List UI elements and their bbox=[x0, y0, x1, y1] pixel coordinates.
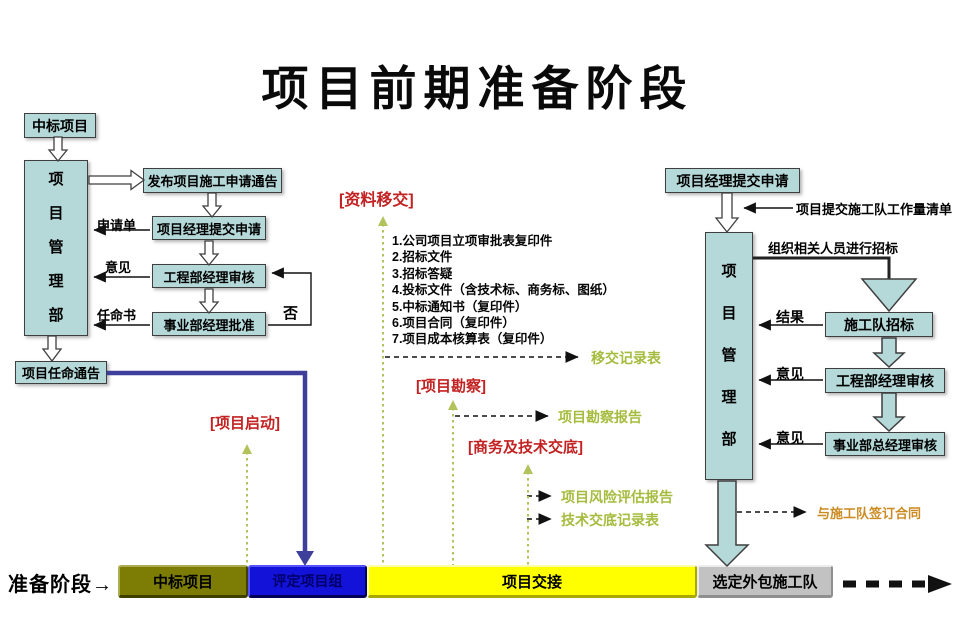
navy-connector bbox=[107, 370, 314, 566]
box-pm-dept-right: 项目管理部 bbox=[705, 232, 753, 480]
arrow-pmdept-to-publish bbox=[88, 169, 146, 191]
handover-item: 7.项目成本核算表（复印件） bbox=[392, 332, 553, 347]
label-survey-report: 项目勘察报告 bbox=[558, 409, 642, 425]
navy-connector-head bbox=[296, 551, 314, 566]
timeline-segment-evaluate-team: 评定项目组 bbox=[248, 565, 367, 598]
label-organize-bidding: 组织相关人员进行招标 bbox=[768, 241, 899, 256]
timeline-segment-handover: 项目交接 bbox=[367, 565, 697, 598]
label-sign-contract: 与施工队签订合同 bbox=[817, 506, 922, 521]
handover-item: 5.中标通知书（复印件） bbox=[392, 299, 528, 314]
arrow-publish-to-submit bbox=[201, 192, 223, 219]
tag-data-handover: [资料移交] bbox=[339, 192, 414, 209]
label-risk-report: 项目风险评估报告 bbox=[561, 489, 673, 505]
dotted-head-launch bbox=[242, 444, 252, 454]
tag-briefing: [商务及技术交底] bbox=[468, 439, 583, 456]
arrow-submit-to-engreview bbox=[198, 240, 220, 267]
handover-item: 2.招标文件 bbox=[392, 250, 453, 265]
box-pm-submit-left: 项目经理提交申请 bbox=[152, 216, 266, 240]
label-no: 否 bbox=[283, 305, 299, 322]
bidding-elbow-line bbox=[753, 256, 891, 280]
arrow-bidding-to-engreview bbox=[872, 337, 906, 369]
timeline-continue-head bbox=[928, 575, 952, 593]
dotted-head-handover bbox=[378, 216, 388, 226]
dotted-head-briefing bbox=[523, 464, 533, 474]
box-pm-dept-left-label: 项目管理部 bbox=[48, 171, 64, 324]
arrow-pmdept-to-contractor bbox=[704, 480, 750, 568]
label-apply-form: 申请单 bbox=[97, 218, 137, 233]
label-briefing-record: 技术交底记录表 bbox=[561, 512, 659, 528]
box-gm-review: 事业部总经理审核 bbox=[825, 432, 945, 456]
arrow-win-to-pmdept bbox=[47, 136, 69, 163]
box-pm-submit-right: 项目经理提交申请 bbox=[665, 168, 800, 193]
label-workload-list: 项目提交施工队工作量清单 bbox=[796, 202, 953, 217]
timeline-segment-win-project: 中标项目 bbox=[118, 565, 248, 598]
handover-item: 3.招标答疑 bbox=[392, 266, 453, 281]
box-eng-mgr-review-right: 工程部经理审核 bbox=[825, 368, 945, 393]
handover-item: 6.项目合同（复印件） bbox=[392, 316, 515, 331]
box-publish-notice: 发布项目施工申请通告 bbox=[143, 168, 282, 193]
handover-item: 1.公司项目立项审批表复印件 bbox=[392, 234, 553, 248]
box-div-mgr-approve: 事业部经理批准 bbox=[152, 312, 266, 336]
label-handover-record: 移交记录表 bbox=[591, 350, 661, 366]
timeline-segment-select-contractor: 选定外包施工队 bbox=[697, 565, 833, 598]
label-result: 结果 bbox=[776, 309, 804, 325]
tag-survey: [项目勘察] bbox=[416, 378, 486, 395]
label-appointment-letter: 任命书 bbox=[97, 308, 137, 323]
box-team-bidding: 施工队招标 bbox=[825, 312, 933, 337]
handover-item-list: 1.公司项目立项审批表复印件 2.招标文件 3.招标答疑 4.投标文件（含技术标… bbox=[392, 233, 615, 348]
arrow-submit-to-pmdept-right bbox=[714, 192, 740, 234]
label-opinion-left: 意见 bbox=[105, 260, 132, 275]
box-pm-dept-left: 项目管理部 bbox=[24, 160, 88, 336]
arrow-engreview-to-gmreview bbox=[872, 392, 906, 433]
bidding-elbow bbox=[753, 256, 918, 313]
timeline-axis-label: 准备阶段→ bbox=[8, 574, 113, 596]
box-appointment-notice: 项目任命通告 bbox=[15, 361, 107, 384]
dotted-head-survey bbox=[448, 400, 458, 410]
box-win-project: 中标项目 bbox=[24, 113, 96, 138]
page-title: 项目前期准备阶段 bbox=[261, 64, 694, 116]
label-opinion-a: 意见 bbox=[776, 366, 804, 382]
arrow-pmdept-to-appointment bbox=[41, 335, 63, 363]
box-eng-mgr-review-left: 工程部经理审核 bbox=[152, 264, 266, 288]
tag-launch: [项目启动] bbox=[210, 415, 280, 432]
navy-connector-line bbox=[107, 370, 308, 552]
timeline-continue-arrow bbox=[843, 575, 952, 593]
handover-item: 4.投标文件（含技术标、商务标、图纸） bbox=[392, 283, 615, 298]
box-pm-dept-right-label: 项目管理部 bbox=[721, 263, 737, 448]
arrow-engreview-to-approve bbox=[198, 288, 220, 315]
label-opinion-b: 意见 bbox=[776, 430, 804, 446]
bidding-elbow-head bbox=[860, 278, 918, 313]
